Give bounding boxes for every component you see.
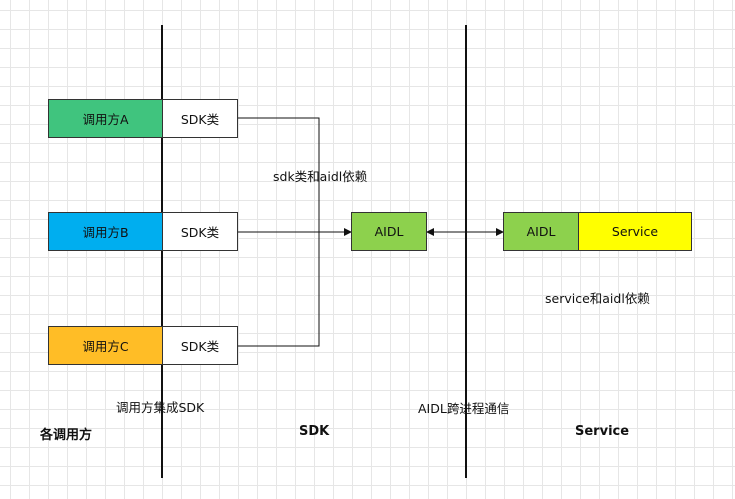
- connector-sdk-a: [238, 117, 320, 232]
- service-label: Service: [611, 224, 659, 239]
- column-title-service: Service: [575, 424, 630, 439]
- column-title-callers: 各调用方: [40, 428, 93, 443]
- column-title-sdk: SDK: [299, 424, 330, 439]
- caller-a-label: 调用方A: [82, 112, 129, 127]
- caller-b-box: 调用方B: [48, 212, 163, 251]
- connector-sdk-c: [238, 232, 320, 347]
- service-aidl-box: AIDL: [503, 212, 579, 251]
- sdk-box-b-label: SDK类: [180, 225, 220, 240]
- sdk-box-c-label: SDK类: [180, 339, 220, 354]
- sdk-box-c: SDK类: [162, 326, 238, 365]
- ipc-text: AIDL跨进程通信: [418, 401, 510, 416]
- sdk-aidl-dependency-text: sdk类和aidl依赖: [273, 169, 368, 184]
- service-box: Service: [578, 212, 692, 251]
- aidl-center-box: AIDL: [351, 212, 427, 251]
- integrate-sdk-text: 调用方集成SDK: [116, 400, 205, 415]
- caller-c-label: 调用方C: [82, 339, 129, 354]
- sdk-box-a: SDK类: [162, 99, 238, 138]
- sdk-box-a-label: SDK类: [180, 112, 220, 127]
- caller-a-box: 调用方A: [48, 99, 163, 138]
- service-aidl-label: AIDL: [526, 224, 556, 239]
- aidl-center-label: AIDL: [374, 224, 404, 239]
- service-aidl-dependency-text: service和aidl依赖: [545, 291, 650, 306]
- caller-c-box: 调用方C: [48, 326, 163, 365]
- sdk-box-b: SDK类: [162, 212, 238, 251]
- caller-b-label: 调用方B: [82, 225, 129, 240]
